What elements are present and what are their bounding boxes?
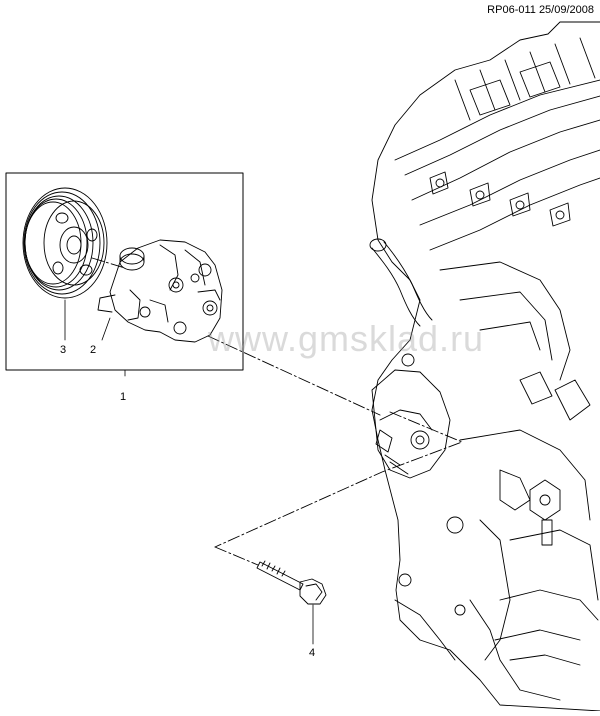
callout-3: 3 <box>60 344 67 356</box>
engine-assembly <box>369 21 600 712</box>
assembly-centerlines <box>91 257 463 566</box>
watermark-text: www.gmsklad.ru <box>208 318 485 359</box>
callout-1: 1 <box>120 391 127 403</box>
inset-frame <box>5 172 244 371</box>
leader-lines <box>64 299 314 645</box>
pulley-part-3 <box>22 187 108 299</box>
callout-2: 2 <box>90 344 97 356</box>
pump-part-2 <box>97 239 223 343</box>
callout-4: 4 <box>309 647 316 659</box>
bolt-part-4 <box>256 560 327 605</box>
drawing-reference: RP06-011 25/09/2008 <box>487 4 594 16</box>
